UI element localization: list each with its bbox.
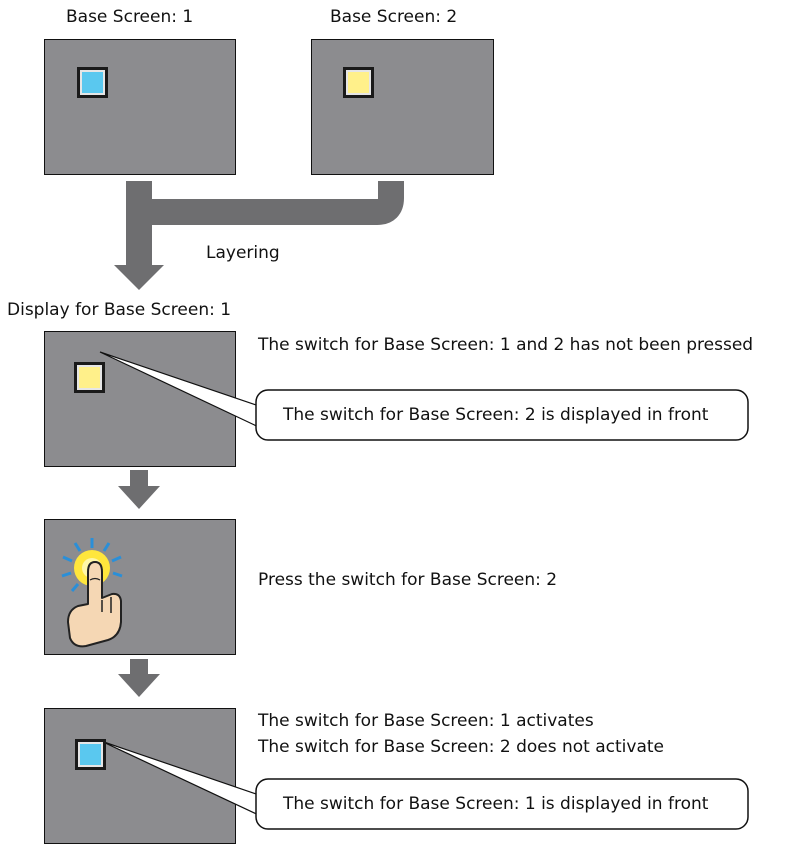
down-arrow-1 — [118, 470, 160, 509]
step3-description-line1: The switch for Base Screen: 1 activates — [258, 711, 594, 731]
layering-arrow-head — [114, 265, 164, 290]
base-screen-2 — [311, 39, 494, 175]
callout-box-1 — [255, 389, 749, 441]
pressing-hand-icon — [61, 538, 123, 648]
layering-arrow-shaft — [126, 181, 152, 267]
base-screen-1 — [44, 39, 236, 175]
step3-description-line2: The switch for Base Screen: 2 does not a… — [258, 737, 664, 757]
display-title: Display for Base Screen: 1 — [7, 300, 232, 320]
callout-leader-3 — [100, 740, 266, 819]
base-screen-1-label: Base Screen: 1 — [66, 7, 194, 27]
down-arrow-2 — [118, 659, 160, 697]
layering-arrow-branch — [149, 181, 404, 225]
step1-description: The switch for Base Screen: 1 and 2 has … — [258, 335, 754, 355]
callout-box-3 — [255, 778, 749, 830]
step1-callout-text: The switch for Base Screen: 2 is display… — [283, 405, 709, 425]
switch-yellow-step1 — [74, 362, 105, 393]
switch-blue-step3 — [75, 739, 106, 770]
step2-description: Press the switch for Base Screen: 2 — [258, 570, 558, 590]
switch-yellow-screen2 — [343, 67, 374, 98]
callout-leader-1 — [99, 351, 266, 431]
layering-label: Layering — [206, 243, 280, 263]
switch-blue-screen1 — [77, 67, 108, 98]
base-screen-2-label: Base Screen: 2 — [330, 7, 458, 27]
step3-callout-text: The switch for Base Screen: 1 is display… — [283, 794, 709, 814]
